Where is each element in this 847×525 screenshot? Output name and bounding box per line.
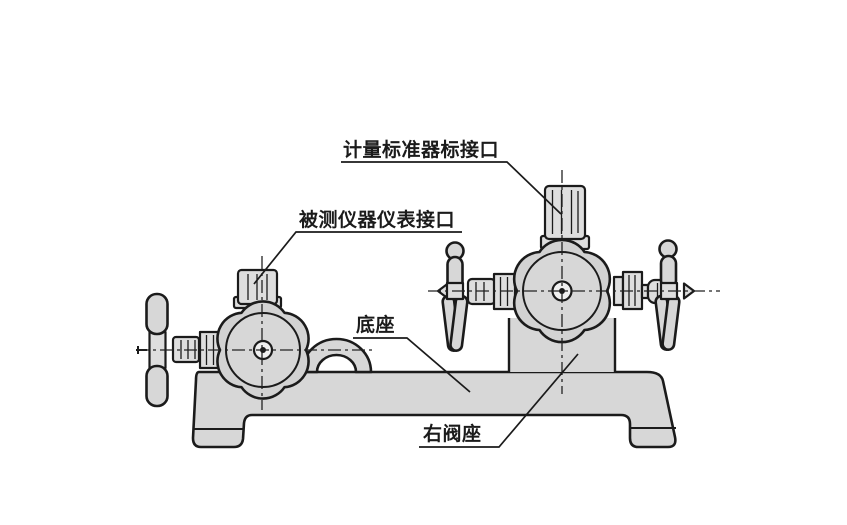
spindle-tip (682, 282, 696, 300)
leader-base (353, 337, 471, 393)
right-handwheel (654, 239, 696, 351)
label-standard-meter-port: 计量标准器标接口 (343, 139, 499, 161)
callouts: 计量标准器标接口 被测仪器仪表接口 底座 右阀座 (253, 139, 579, 448)
right-valve-assembly (428, 170, 720, 394)
label-test-instrument-port: 被测仪器仪表接口 (299, 208, 455, 231)
label-base: 底座 (356, 313, 395, 336)
left-handwheel (136, 292, 169, 408)
pipe-arch (300, 337, 373, 374)
base-outline (191, 370, 677, 449)
port-cylinder (543, 184, 587, 241)
leader-test-instrument-port (253, 231, 462, 285)
middle-handwheel (436, 241, 469, 352)
wheel-upper-spoke (145, 292, 169, 336)
wheel-lower-spoke (145, 364, 169, 408)
leader-standard-meter-port (341, 161, 562, 215)
left-valve-assembly (136, 256, 372, 410)
base-plate (191, 370, 677, 449)
label-right-valve-seat: 右阀座 (422, 422, 482, 445)
leader-right-valve-seat (419, 353, 579, 448)
pillar-edges (507, 318, 617, 373)
port-thread-lines (247, 274, 268, 300)
